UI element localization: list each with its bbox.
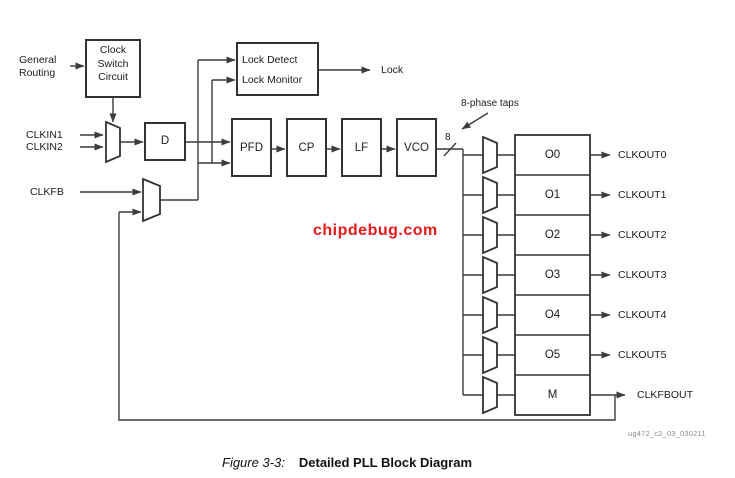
- general-routing-line1: General: [19, 54, 57, 66]
- bus-width-slash: [443, 142, 457, 157]
- general-routing-label: General Routing: [19, 54, 56, 80]
- cp-label: CP: [298, 142, 315, 154]
- phase-taps-pointer-arrow: [461, 112, 489, 130]
- output-counter-column-box: [514, 134, 591, 416]
- clock-switch-circuit-label: Clock Switch Circuit: [86, 44, 140, 85]
- phase-tap-mux-o2: [482, 215, 498, 255]
- phase-tap-mux-o3: [482, 255, 498, 295]
- divider-box: [144, 122, 186, 161]
- lf-box: [341, 118, 382, 177]
- figure-caption-number: Figure 3-3:: [222, 455, 285, 470]
- vco-label: VCO: [404, 142, 429, 154]
- phase-tap-wires: [463, 154, 483, 396]
- input-clock-mux: [105, 120, 121, 164]
- phase-tap-mux-o5: [482, 335, 498, 375]
- clkin2-label: CLKIN2: [26, 141, 63, 153]
- clkout0-label: CLKOUT0: [618, 149, 667, 161]
- mux-to-counter-wires: [497, 154, 515, 396]
- pfd-box: [231, 118, 272, 177]
- block-boxes: [85, 39, 591, 416]
- bus-width-label: 8: [445, 132, 451, 143]
- mux-symbols: [105, 120, 498, 415]
- clkin1-label: CLKIN1: [26, 129, 63, 141]
- phase-tap-mux-m: [482, 375, 498, 415]
- lock-monitor-label: Lock Monitor: [242, 74, 303, 86]
- clkout2-label: CLKOUT2: [618, 229, 667, 241]
- general-routing-line2: Routing: [19, 67, 56, 79]
- csc-line1: Clock: [99, 44, 127, 56]
- figure-caption: Figure 3-3: Detailed PLL Block Diagram: [222, 455, 472, 470]
- lf-label: LF: [354, 142, 369, 154]
- feedback-mux: [142, 177, 161, 223]
- watermark-text: chipdebug.com: [313, 222, 438, 239]
- counter-m-label: M: [547, 389, 558, 401]
- lock-detect-label: Lock Detect: [242, 54, 298, 66]
- doc-reference-code: ug472_c2_03_030211: [628, 429, 706, 438]
- feedback-loop-wire: [118, 212, 616, 421]
- clkout5-label: CLKOUT5: [618, 349, 667, 361]
- pfd-label: PFD: [240, 142, 263, 154]
- counter-o4-label: O4: [544, 309, 561, 321]
- phase-tap-mux-o4: [482, 295, 498, 335]
- vco-box: [396, 118, 437, 177]
- counter-row-dividers: [515, 174, 590, 376]
- clkfbout-label: CLKFBOUT: [637, 389, 694, 401]
- clkfb-label: CLKFB: [30, 186, 64, 198]
- clkout1-label: CLKOUT1: [618, 189, 667, 201]
- lock-label: Lock: [381, 64, 404, 76]
- clkout4-label: CLKOUT4: [618, 309, 667, 321]
- figure-caption-title: Detailed PLL Block Diagram: [298, 455, 473, 470]
- counter-o3-label: O3: [544, 269, 561, 281]
- phase-tap-mux-o0: [482, 135, 498, 175]
- connector-wires: [70, 56, 626, 421]
- divider-label: D: [160, 135, 170, 147]
- phase-tap-mux-o1: [482, 175, 498, 215]
- clkout3-label: CLKOUT3: [618, 269, 667, 281]
- lock-detect-box: [236, 42, 319, 96]
- counter-o0-label: O0: [544, 149, 561, 161]
- csc-line2: Switch: [97, 57, 129, 70]
- csc-line3: Circuit: [98, 71, 128, 83]
- counter-o1-label: O1: [544, 189, 561, 201]
- counter-o2-label: O2: [544, 229, 561, 241]
- phase-taps-label: 8-phase taps: [461, 98, 519, 109]
- counter-o5-label: O5: [544, 349, 561, 361]
- clock-switch-circuit-box: [85, 39, 141, 98]
- cp-box: [286, 118, 327, 177]
